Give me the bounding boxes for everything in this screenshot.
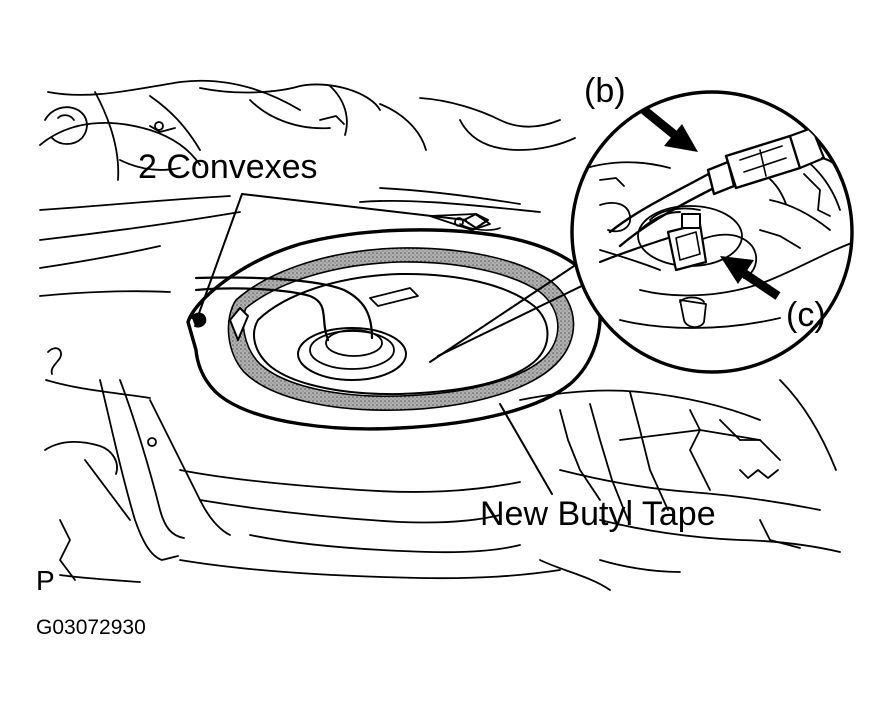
arrow-c-icon [720,256,781,300]
connector-detail-inset [570,90,854,374]
butyl-tape-label: New Butyl Tape [480,495,716,533]
vehicle-floor-linework [39,79,841,591]
fuel-tank-opening [186,193,602,495]
callout-b-label: (b) [584,72,626,110]
view-marker-label: P [36,565,55,596]
callout-c-label: (c) [786,296,826,334]
figure-code-label: G03072930 [36,616,146,639]
convexes-label: 2 Convexes [138,148,318,186]
arrow-b-icon [641,106,698,152]
